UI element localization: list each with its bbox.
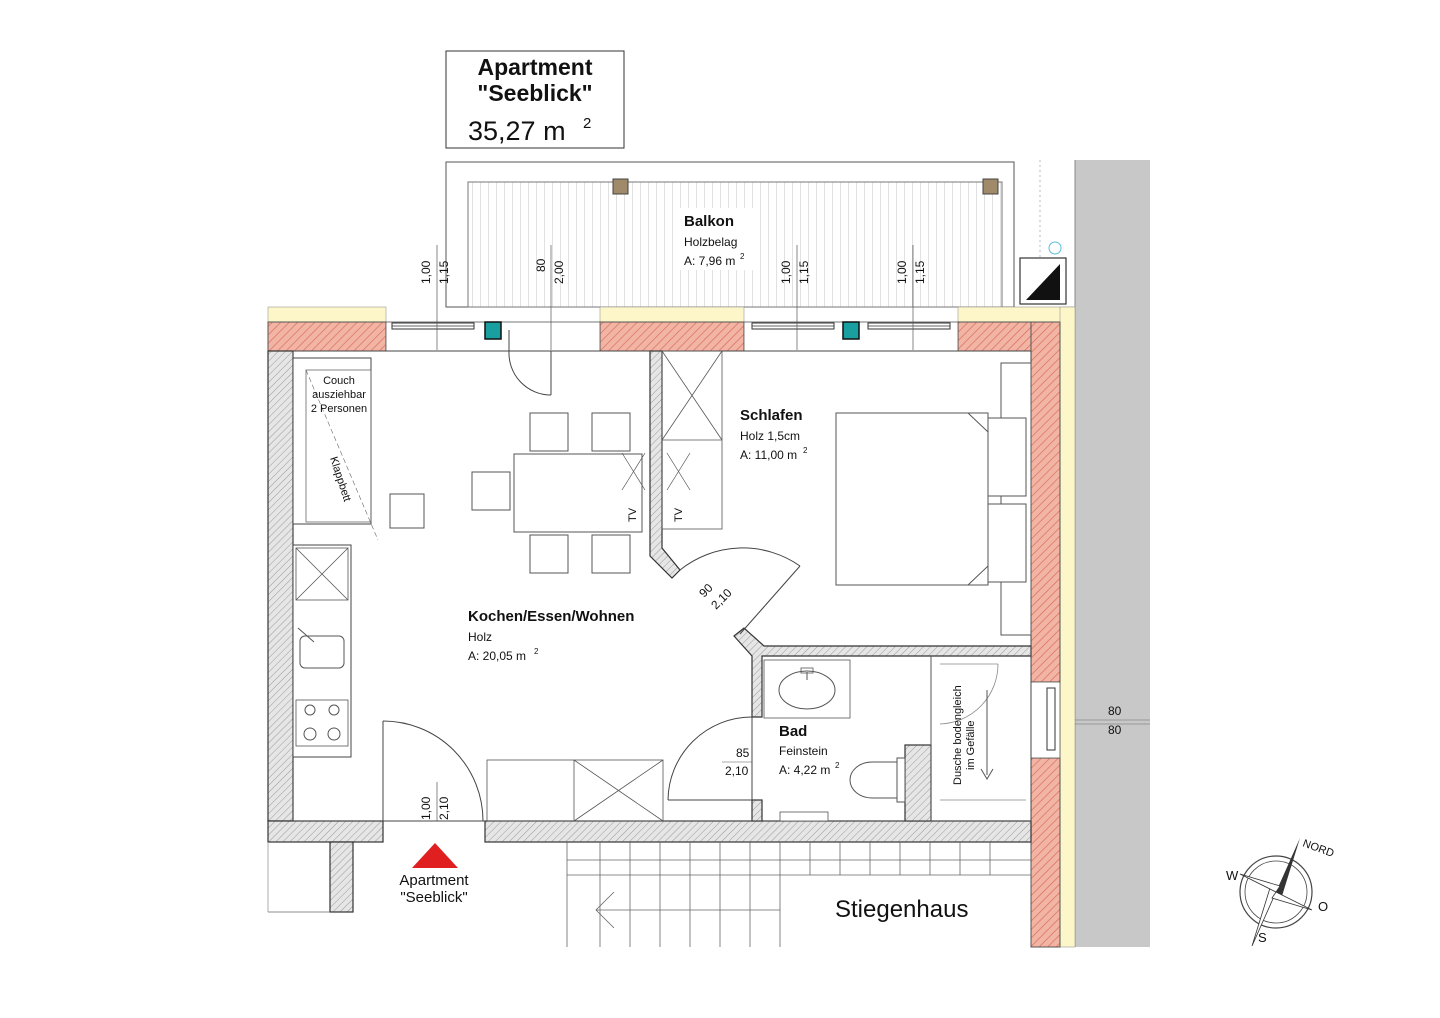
dim-door-bad-b: 2,10 (725, 764, 749, 778)
room-area-sup-wohnen: 2 (534, 647, 539, 656)
room-schlafen: Schlafen Holz 1,5cm A: 11,00 m 2 (740, 407, 808, 462)
chair (591, 412, 631, 452)
balcony-post (612, 178, 629, 195)
room-area-bad: A: 4,22 m (779, 763, 830, 777)
neighbour-wall (1075, 160, 1150, 947)
side-table (389, 493, 425, 529)
entrance-line1: Apartment (399, 872, 469, 889)
dim-w2-a: 1,00 (779, 260, 793, 284)
dim-w1-b: 1,15 (437, 260, 451, 284)
room-name-wohnen: Kochen/Essen/Wohnen (468, 608, 634, 625)
dim-door-in-b: 2,10 (437, 796, 451, 820)
couch-label-3: 2 Personen (311, 403, 367, 415)
shower-label-2: im Gefälle (965, 720, 977, 770)
entrance-line2: "Seeblick" (400, 889, 467, 906)
room-area-balkon: A: 7,96 m (684, 254, 735, 268)
dim-d1-b: 2,00 (552, 260, 566, 284)
entrance-marker: Apartment "Seeblick" (399, 843, 469, 906)
tv-label-left: TV (627, 507, 639, 522)
tv-units: TV TV (621, 452, 691, 522)
room-floor-balkon: Holzbelag (684, 235, 737, 249)
couch-label-1: Couch (323, 375, 355, 387)
chair (529, 534, 569, 574)
dimension-labels: 1,00 1,15 80 2,00 1,00 1,15 1,00 1,15 80… (419, 245, 1122, 737)
compass-n: NORD (1301, 838, 1336, 860)
wardrobe (661, 350, 723, 530)
compass-o: O (1318, 899, 1328, 914)
kitchen (292, 544, 352, 758)
room-area-sup-schlafen: 2 (803, 446, 808, 455)
kitchen-sink (299, 635, 345, 669)
dim-door-in-a: 1,00 (419, 796, 433, 820)
balcony-post (982, 178, 999, 195)
washbasin-cabinet (763, 659, 851, 719)
sideboard (486, 759, 664, 822)
title-line2: "Seeblick" (477, 80, 592, 106)
room-area-sup-balkon: 2 (740, 252, 745, 261)
dim-w3-b: 1,15 (913, 260, 927, 284)
room-floor-wohnen: Holz (468, 630, 492, 644)
title-area: 35,27 m (468, 116, 566, 146)
dim-w3-a: 1,00 (895, 260, 909, 284)
dining-set (471, 412, 643, 574)
room-bad: Bad Feinstein A: 4,22 m 2 Dusche bodengl… (763, 656, 1026, 822)
washbasin (778, 670, 836, 710)
bed (835, 362, 1032, 636)
room-area-schlafen: A: 11,00 m (740, 448, 797, 462)
dim-w2-b: 1,15 (797, 260, 811, 284)
interior-walls (267, 350, 1032, 913)
title-line1: Apartment (477, 54, 592, 80)
title-box: Apartment "Seeblick" 35,27 m 2 (445, 50, 625, 149)
room-floor-bad: Feinstein (779, 744, 828, 758)
stove (295, 699, 349, 747)
compass-s: S (1258, 930, 1267, 945)
windows (391, 321, 1150, 751)
doors (382, 330, 801, 822)
dim-win-e-a: 80 (1108, 704, 1122, 718)
room-name-schlafen: Schlafen (740, 407, 803, 424)
corner-fixture (1019, 241, 1067, 305)
couch-label-2: ausziehbar (312, 389, 366, 401)
dim-w1-a: 1,00 (419, 260, 433, 284)
tv-label-right: TV (673, 507, 685, 522)
dining-table (513, 453, 643, 533)
staircase (267, 842, 1031, 947)
room-area-wohnen: A: 20,05 m (468, 649, 526, 663)
chair (529, 412, 569, 452)
shower-label-1: Dusche bodengleich (952, 685, 964, 785)
compass-icon: NORD W O S (1226, 838, 1336, 947)
room-floor-schlafen: Holz 1,5cm (740, 429, 800, 443)
compass-w: W (1226, 868, 1239, 883)
toilet (849, 761, 898, 799)
door-dimensions: 90 2,10 85 2,10 1,00 2,10 (419, 581, 752, 821)
balcony: Balkon Holzbelag A: 7,96 m 2 (445, 161, 1015, 308)
stairwell-label: Stiegenhaus (835, 896, 968, 923)
fixture-heater (842, 321, 860, 340)
chair (591, 534, 631, 574)
fixture-heater (484, 321, 502, 340)
entrance-arrow-icon (412, 843, 458, 868)
exterior-walls (267, 306, 1076, 948)
chair (471, 471, 511, 511)
dim-d1-a: 80 (534, 258, 548, 272)
room-wohnen: Kochen/Essen/Wohnen Holz A: 20,05 m 2 (468, 608, 634, 663)
title-area-sup: 2 (583, 115, 591, 132)
room-name-balkon: Balkon (684, 213, 734, 230)
room-name-bad: Bad (779, 723, 807, 740)
dim-door-bad-a: 85 (736, 746, 750, 760)
couch: Couch ausziehbar 2 Personen Klappbett (292, 357, 425, 541)
dim-win-e-b: 80 (1108, 723, 1122, 737)
room-area-sup-bad: 2 (835, 761, 840, 770)
